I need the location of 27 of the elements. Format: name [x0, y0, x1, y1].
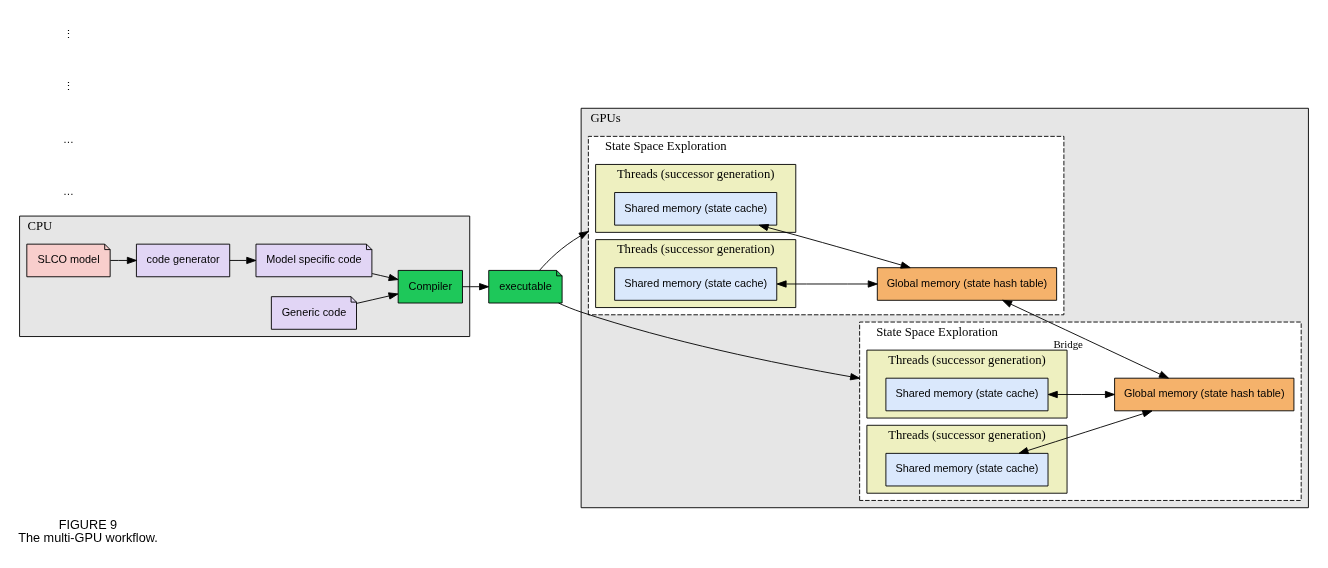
- label: …: [63, 185, 74, 198]
- arrow: [558, 302, 861, 381]
- arrow: [229, 256, 257, 265]
- node-box: Global memory (state hash table): [876, 267, 1058, 301]
- arrow: [109, 256, 137, 265]
- edge-label: Bridge: [1053, 338, 1083, 351]
- node-box: Global memory (state hash table): [1114, 377, 1295, 412]
- arrow: [1002, 299, 1169, 379]
- node-box: Shared memory (state cache): [885, 377, 1049, 412]
- node-box: Shared memory (state cache): [885, 452, 1049, 487]
- label: …: [63, 132, 74, 145]
- arrow: [539, 231, 589, 271]
- arrow: [462, 283, 490, 291]
- arrow: [776, 280, 878, 288]
- label: ⋮: [62, 27, 74, 40]
- node-box: code generator: [135, 243, 231, 278]
- node-box: Shared memory (state cache): [614, 267, 778, 301]
- arrow: [758, 224, 911, 269]
- diagram-title: FIGURE 9: [58, 517, 118, 532]
- arrow: [1047, 390, 1115, 399]
- label: ⋮: [62, 80, 74, 93]
- caption: The multi-GPU workflow.: [18, 531, 158, 546]
- arrow: [371, 273, 399, 282]
- node-box: Compiler: [397, 269, 463, 304]
- arrow: [356, 292, 399, 304]
- node-box: Shared memory (state cache): [614, 192, 778, 226]
- arrow: [1018, 410, 1153, 455]
